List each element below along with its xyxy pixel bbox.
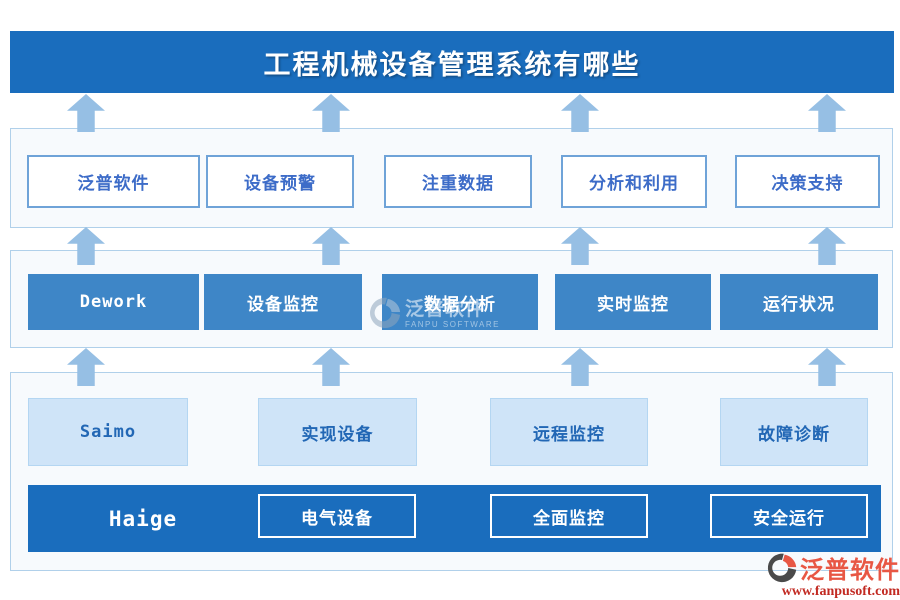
- level2-node: 实时监控: [555, 274, 711, 330]
- level2-node: Dework: [28, 274, 199, 330]
- level4-node: 电气设备: [258, 494, 416, 538]
- level4-node: 安全运行: [710, 494, 868, 538]
- level2-node: 设备监控: [204, 274, 362, 330]
- level1-node: 泛普软件: [27, 155, 200, 208]
- up-arrow-icon: [312, 94, 350, 132]
- level4-node: 全面监控: [490, 494, 648, 538]
- brand-label: Haige: [108, 506, 178, 531]
- level1-node: 决策支持: [735, 155, 880, 208]
- logo-url: www.fanpusoft.com: [781, 584, 900, 599]
- level1-node: 分析和利用: [561, 155, 707, 208]
- fanpu-swirl-icon: [767, 553, 797, 582]
- level3-node: Saimo: [28, 398, 188, 466]
- level3-node: 故障诊断: [720, 398, 868, 466]
- level3-node: 实现设备: [258, 398, 417, 466]
- up-arrow-icon: [561, 94, 599, 132]
- bottom-bar: Haige 电气设备 全面监控 安全运行: [28, 485, 881, 552]
- up-arrow-icon: [67, 94, 105, 132]
- logo-name: 泛普软件: [800, 557, 900, 584]
- level1-node: 注重数据: [384, 155, 532, 208]
- level1-node: 设备预警: [206, 155, 354, 208]
- level2-node: 数据分析: [382, 274, 538, 330]
- site-logo: 泛普软件 www.fanpusoft.com: [766, 550, 900, 599]
- up-arrow-icon: [808, 94, 846, 132]
- title-banner: 工程机械设备管理系统有哪些: [10, 31, 894, 93]
- level3-node: 远程监控: [490, 398, 648, 466]
- level2-node: 运行状况: [720, 274, 878, 330]
